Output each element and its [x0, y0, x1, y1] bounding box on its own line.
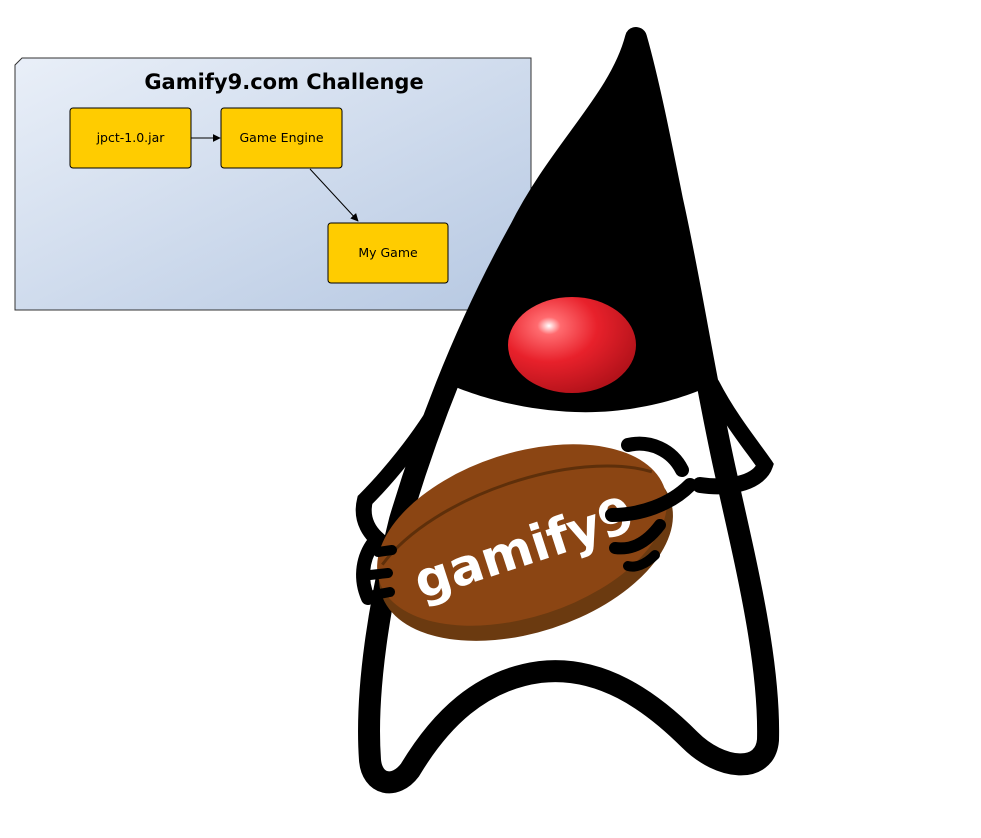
mascot-left-hand [356, 538, 397, 605]
football-seam [381, 464, 653, 566]
challenge-panel: Gamify9.com Challenge jpct-1.0.jar Game … [14, 57, 532, 311]
node-label: jpct-1.0.jar [96, 130, 166, 145]
mascot-nose-red [508, 297, 636, 393]
node-my-game[interactable]: My Game [327, 222, 449, 284]
node-box [327, 222, 449, 284]
mascot-left-arm [355, 387, 453, 553]
football-body [377, 444, 667, 626]
node-game-engine[interactable]: Game Engine [220, 107, 343, 169]
mascot-right-arm [692, 377, 774, 495]
edge-engine-to-game [309, 168, 359, 222]
mascot-right-hand [605, 436, 697, 572]
panel-background [14, 57, 532, 311]
node-box [220, 107, 343, 169]
node-box [69, 107, 192, 169]
node-label: Game Engine [239, 130, 323, 145]
node-label: My Game [358, 245, 418, 260]
panel-title: Gamify9.com Challenge [144, 70, 423, 94]
duke-mascot: gamify9 [355, 27, 780, 794]
node-jpct-jar[interactable]: jpct-1.0.jar [69, 107, 192, 169]
football: gamify9 [377, 444, 673, 641]
